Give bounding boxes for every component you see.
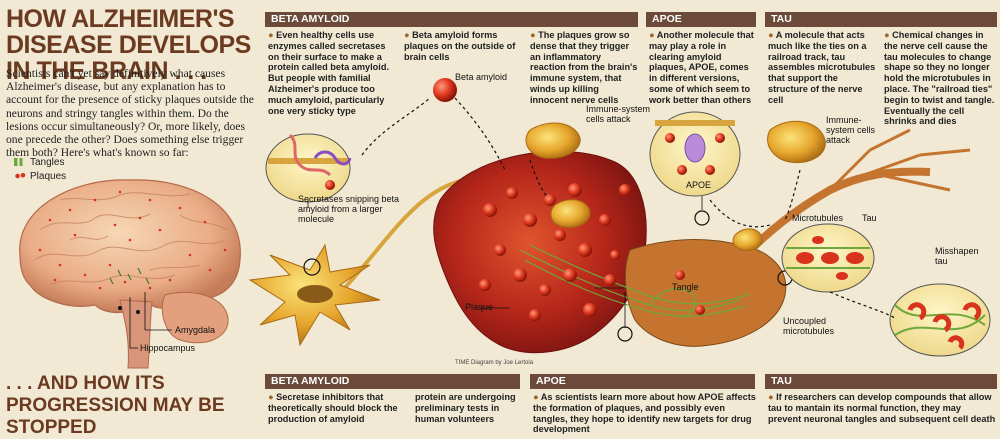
focus-circle-tangle	[617, 326, 633, 342]
brain-stem	[119, 299, 153, 369]
immune-cell-2	[550, 199, 591, 228]
label-beta-amyloid: Beta amyloid	[455, 72, 508, 82]
microtubules	[786, 247, 870, 269]
focus-circle-1	[303, 258, 321, 276]
misshapen-tau-inset	[889, 283, 991, 357]
label-tangle: Tangle	[672, 282, 699, 292]
degenerating-cell	[433, 150, 647, 354]
label-immune-2: Immune-system cells attack	[826, 115, 876, 145]
label-immune-1: Immune-system cells attack	[586, 104, 651, 124]
immune-cell-1	[525, 122, 581, 159]
plaque-beads	[479, 183, 705, 321]
arrow-immune-right	[784, 169, 801, 221]
tangles-icon	[14, 158, 26, 167]
arrow-apoe	[709, 199, 771, 228]
diagram-credit: TIME Diagram by Joe Lertola	[455, 360, 534, 366]
label-apoe: APOE	[686, 180, 712, 190]
beta-amyloid-bead	[433, 78, 457, 102]
tau-text-2: ● Chemical changes in the nerve cell cau…	[884, 30, 995, 127]
dendrite-branches	[828, 128, 971, 192]
beta-amyloid-text-2: ● Beta amyloid forms plaques on the outs…	[404, 30, 516, 62]
label-misshapen-tau: Misshapen tau	[935, 246, 979, 266]
legend-tangles-label: Tangles	[30, 157, 65, 168]
cerebrum	[19, 179, 241, 314]
legend-plaques: Plaques	[14, 171, 66, 182]
tau-molecules	[796, 236, 864, 280]
beta-amyloid-bottom-text-1: ● Secretase inhibitors that theoreticall…	[268, 392, 398, 424]
header-apoe-bottom: APOE	[530, 374, 755, 389]
plaques-icon	[14, 172, 26, 181]
label-plaque: Plaque	[465, 302, 494, 312]
precursor-protein	[288, 133, 332, 177]
plaque-dots	[38, 190, 227, 290]
tangles	[519, 244, 751, 319]
immune-cell-3	[767, 120, 826, 164]
amygdala-marker	[118, 306, 122, 310]
arrow-immune-left	[529, 159, 549, 199]
membrane	[268, 158, 348, 164]
header-apoe: APOE	[646, 12, 756, 27]
header-tau: TAU	[765, 12, 997, 27]
legend-tangles: Tangles	[14, 157, 64, 168]
focus-circle-apoe	[694, 210, 710, 226]
neuron-diagram	[248, 78, 991, 357]
arrow-from-beta	[454, 97, 506, 171]
tangle-marks	[109, 267, 150, 285]
intro-paragraph: Scientists can't yet say definitively wh…	[6, 67, 254, 160]
hippocampus-label: Hippocampus	[140, 343, 196, 353]
beta-amyloid-text-1: ● Even healthy cells use enzymes called …	[268, 30, 389, 116]
brain-illustration	[19, 179, 241, 369]
label-microtubules: Microtubules	[792, 213, 844, 223]
snipped-amyloid	[325, 180, 335, 190]
secretase-enzyme	[313, 150, 352, 166]
tau-text-1: ● A molecule that acts much like the tie…	[768, 30, 876, 105]
apoe-bottom-text: ● As scientists learn more about how APO…	[533, 392, 756, 435]
immune-cell-4	[732, 228, 763, 251]
arrow-to-beta	[361, 97, 431, 156]
beta-amyloid-text-3: ● The plaques grow so dense that they tr…	[530, 30, 638, 105]
bottom-title: . . . AND HOW ITS PROGRESSION MAY BE STO…	[6, 373, 225, 438]
page-title: HOW ALZHEIMER'S DISEASE DEVELOPS IN THE …	[6, 5, 251, 85]
label-secretases: Secretases snipping beta amyloid from a …	[298, 194, 400, 224]
amygdala-label: Amygdala	[175, 325, 216, 335]
label-uncoupled-microtubules: Uncoupled microtubules	[783, 316, 835, 336]
misshapen-tau-molecules	[907, 302, 982, 350]
tau-neuron-body	[625, 239, 787, 347]
header-tau-bottom: TAU	[765, 374, 997, 389]
tau-bottom-text: ● If researchers can develop compounds t…	[768, 392, 996, 424]
label-tau: Tau	[862, 213, 877, 223]
uncoupled-microtubules	[894, 304, 986, 336]
header-beta-amyloid-bottom: BETA AMYLOID	[265, 374, 520, 389]
cerebellum	[161, 291, 229, 344]
beta-amyloid-bottom-text-2: protein are undergoing preliminary tests…	[415, 392, 516, 424]
brain-folds	[34, 192, 229, 286]
apoe-molecule	[665, 133, 725, 175]
header-beta-amyloid: BETA AMYLOID	[265, 12, 638, 27]
hippocampus-marker	[136, 310, 140, 314]
neuron-left-nucleus	[297, 285, 333, 303]
arrow-to-misshapen	[829, 291, 896, 319]
legend-plaques-label: Plaques	[30, 171, 67, 182]
apoe-text: ● Another molecule that may play a role …	[649, 30, 754, 105]
